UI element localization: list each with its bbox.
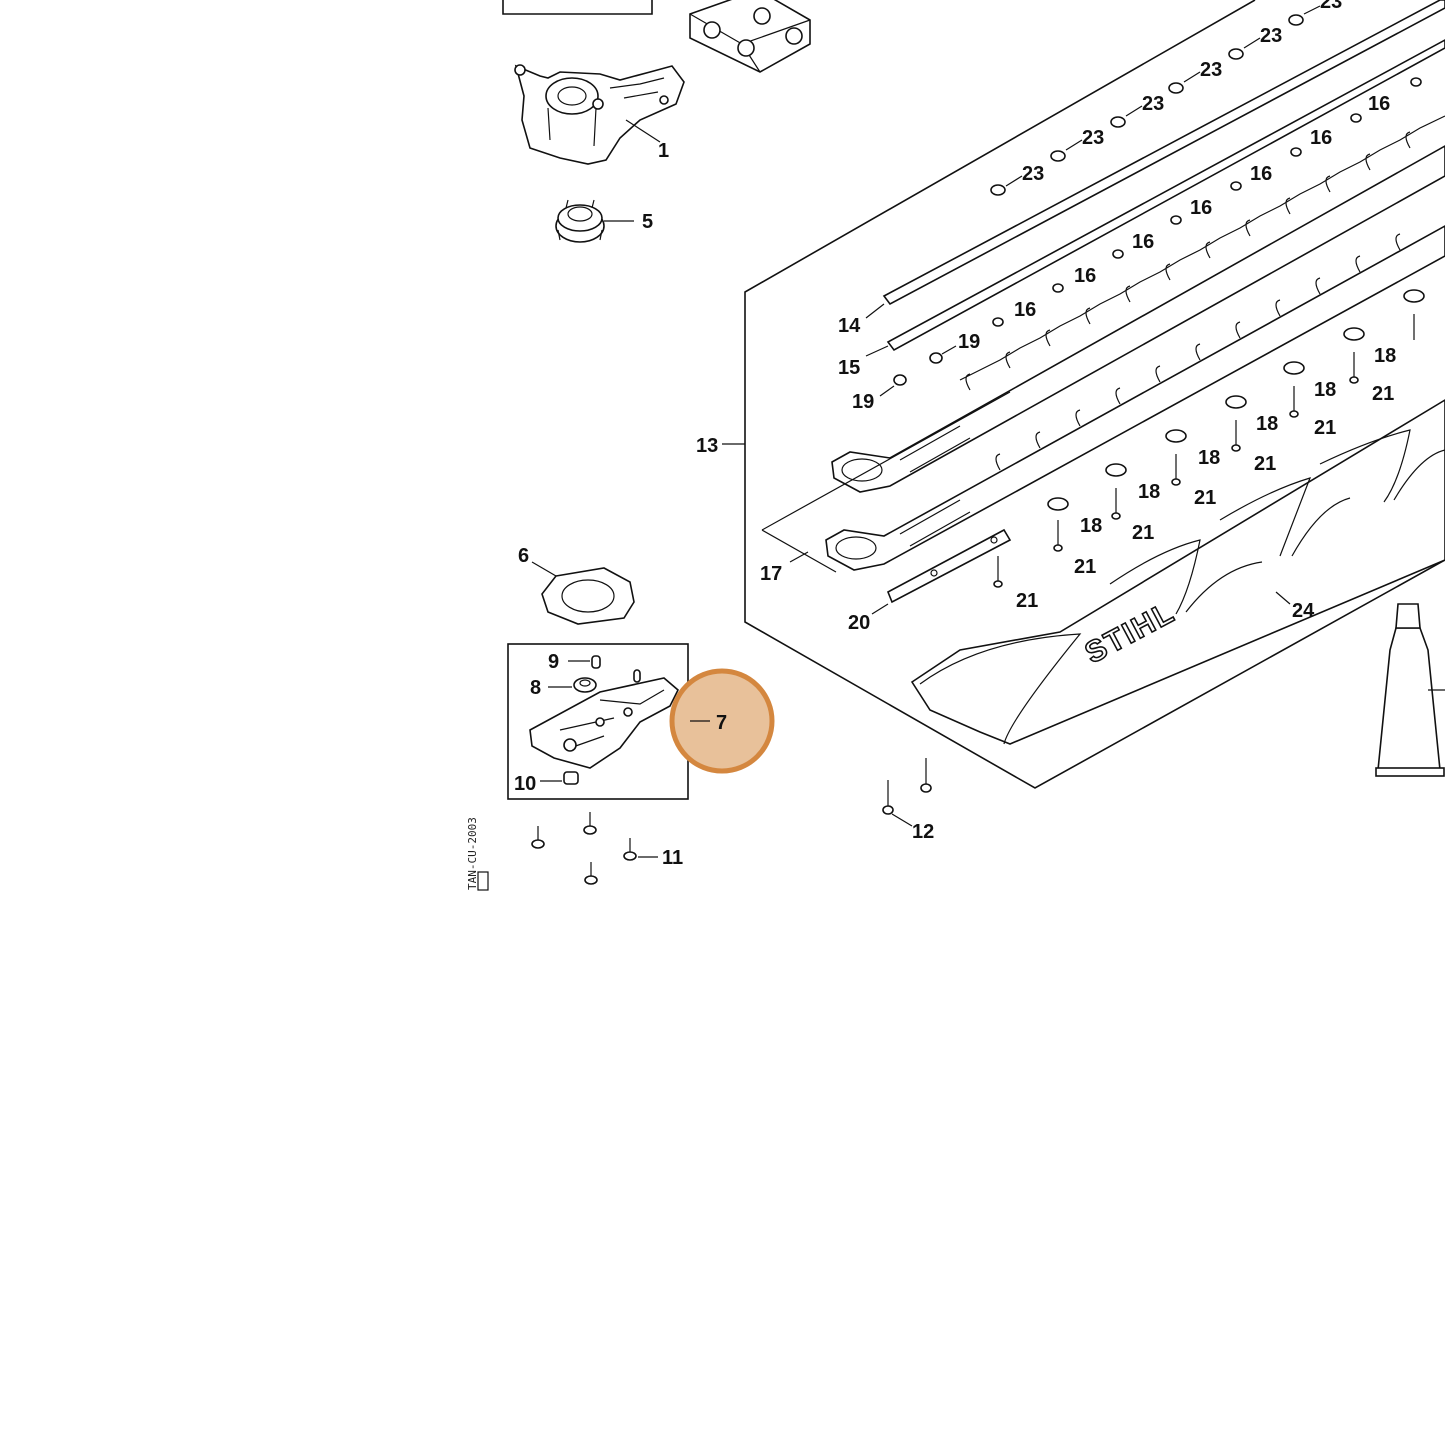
washers-18[interactable] bbox=[1047, 289, 1425, 511]
callout-1: 1 bbox=[658, 140, 669, 162]
callout-21g: 21 bbox=[1372, 383, 1394, 405]
callout-18d: 18 bbox=[1256, 413, 1278, 435]
callout-16e: 16 bbox=[1250, 163, 1272, 185]
pin-small-part[interactable] bbox=[633, 669, 641, 683]
callout-24: 24 bbox=[1292, 600, 1315, 622]
callout-19b: 19 bbox=[852, 391, 874, 413]
cutter-blade-lower[interactable] bbox=[825, 225, 1445, 571]
callout-15: 15 bbox=[838, 357, 860, 379]
callout-23c: 23 bbox=[1142, 93, 1164, 115]
drawing-code: TAN-CU-2003 bbox=[466, 817, 479, 890]
callout-9: 9 bbox=[548, 651, 559, 673]
callout-18a: 18 bbox=[1080, 515, 1102, 537]
callout-11: 11 bbox=[662, 847, 683, 869]
pin-part[interactable] bbox=[568, 655, 601, 669]
bushings-part[interactable] bbox=[689, 0, 811, 73]
callout-14: 14 bbox=[838, 315, 861, 337]
callout-13: 13 bbox=[696, 435, 718, 457]
callout-18f: 18 bbox=[1374, 345, 1396, 367]
callout-8: 8 bbox=[530, 677, 541, 699]
callout-12: 12 bbox=[912, 821, 934, 843]
gasket-part[interactable] bbox=[531, 561, 635, 625]
blade-set-bracket bbox=[761, 391, 1011, 573]
callout-21e: 21 bbox=[1254, 453, 1276, 475]
assembly-13-bracket bbox=[744, 0, 1445, 789]
callout-18c: 18 bbox=[1198, 447, 1220, 469]
spacers-16[interactable] bbox=[992, 77, 1422, 327]
callout-19a: 19 bbox=[958, 331, 980, 353]
callout-18b: 18 bbox=[1138, 481, 1160, 503]
callout-16b: 16 bbox=[1074, 265, 1096, 287]
guard-strip-part[interactable] bbox=[865, 0, 1445, 357]
callout-23f: 23 bbox=[1320, 0, 1342, 13]
blade-scabbard-part[interactable]: STIHL bbox=[910, 399, 1445, 745]
callout-16d: 16 bbox=[1190, 197, 1212, 219]
callout-17: 17 bbox=[760, 563, 782, 585]
plug-part[interactable] bbox=[540, 771, 579, 785]
callout-21b: 21 bbox=[1074, 556, 1096, 578]
gear-cover-part[interactable] bbox=[529, 677, 679, 769]
screws-12[interactable] bbox=[882, 758, 932, 827]
callout-23a: 23 bbox=[1022, 163, 1044, 185]
washers-19[interactable] bbox=[879, 345, 957, 397]
screws-11[interactable] bbox=[531, 812, 658, 885]
seal-ring-part[interactable] bbox=[548, 677, 597, 693]
callout-6: 6 bbox=[518, 545, 529, 567]
callout-18e: 18 bbox=[1314, 379, 1336, 401]
callout-5: 5 bbox=[642, 211, 653, 233]
partial-kit-box bbox=[502, 0, 653, 15]
callout-21c: 21 bbox=[1132, 522, 1154, 544]
gear-housing-part[interactable] bbox=[514, 64, 685, 165]
callout-21d: 21 bbox=[1194, 487, 1216, 509]
callout-16g: 16 bbox=[1368, 93, 1390, 115]
callout-16a: 16 bbox=[1014, 299, 1036, 321]
callout-16f: 16 bbox=[1310, 127, 1332, 149]
plate-part[interactable] bbox=[871, 528, 1012, 615]
screws-21[interactable] bbox=[993, 314, 1415, 588]
callout-7: 7 bbox=[716, 712, 727, 734]
callout-23d: 23 bbox=[1200, 59, 1222, 81]
callout-10: 10 bbox=[514, 773, 536, 795]
callout-16c: 16 bbox=[1132, 231, 1154, 253]
callout-23b: 23 bbox=[1082, 127, 1104, 149]
callout-21a: 21 bbox=[1016, 590, 1038, 612]
grease-tube-part[interactable] bbox=[1375, 603, 1445, 777]
nuts-23[interactable] bbox=[990, 5, 1321, 196]
callout-21f: 21 bbox=[1314, 417, 1336, 439]
callout-20: 20 bbox=[848, 612, 870, 634]
bearing-cap-part[interactable] bbox=[555, 199, 634, 243]
callout-23e: 23 bbox=[1260, 25, 1282, 47]
highlight-circle[interactable] bbox=[669, 668, 775, 774]
